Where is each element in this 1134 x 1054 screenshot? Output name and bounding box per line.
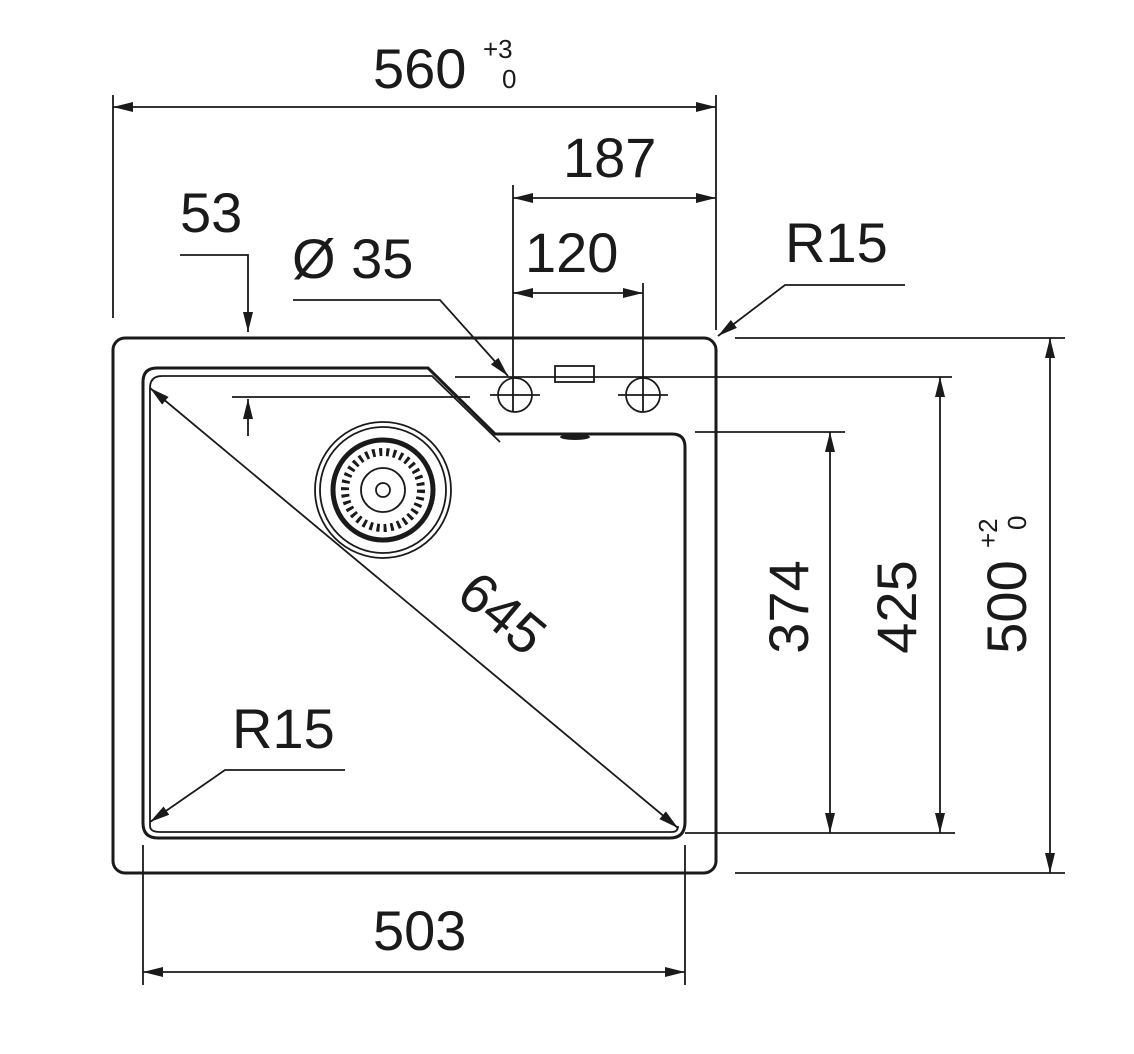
outer-radius-label: R15 (785, 211, 888, 274)
tap-spacing-label: 120 (525, 221, 618, 284)
overall-depth-tol-upper: +2 (973, 518, 1003, 548)
bowl-width-label: 503 (373, 899, 466, 962)
overall-depth-label: 500 (975, 560, 1038, 653)
extension-lines (112, 95, 1065, 985)
overall-width-tol-upper: +3 (483, 34, 513, 64)
overall-width-tol-lower: 0 (502, 64, 516, 94)
dimension-lines (113, 102, 1055, 977)
sink-outline (111, 336, 718, 875)
overall-depth-tol-lower: 0 (1002, 516, 1032, 530)
overall-width-label: 560 (373, 37, 466, 100)
tap-to-edge-label: 187 (563, 126, 656, 189)
inner-radius-label: R15 (232, 697, 335, 760)
diagonal-label: 645 (446, 559, 558, 667)
bowl-depth-inner-label: 374 (757, 560, 820, 653)
rim-offset-label: 53 (180, 181, 242, 244)
bowl-depth-outer-label: 425 (865, 560, 928, 653)
tap-hole-diameter-label: Ø 35 (292, 227, 413, 290)
drain-strainer (314, 421, 452, 559)
